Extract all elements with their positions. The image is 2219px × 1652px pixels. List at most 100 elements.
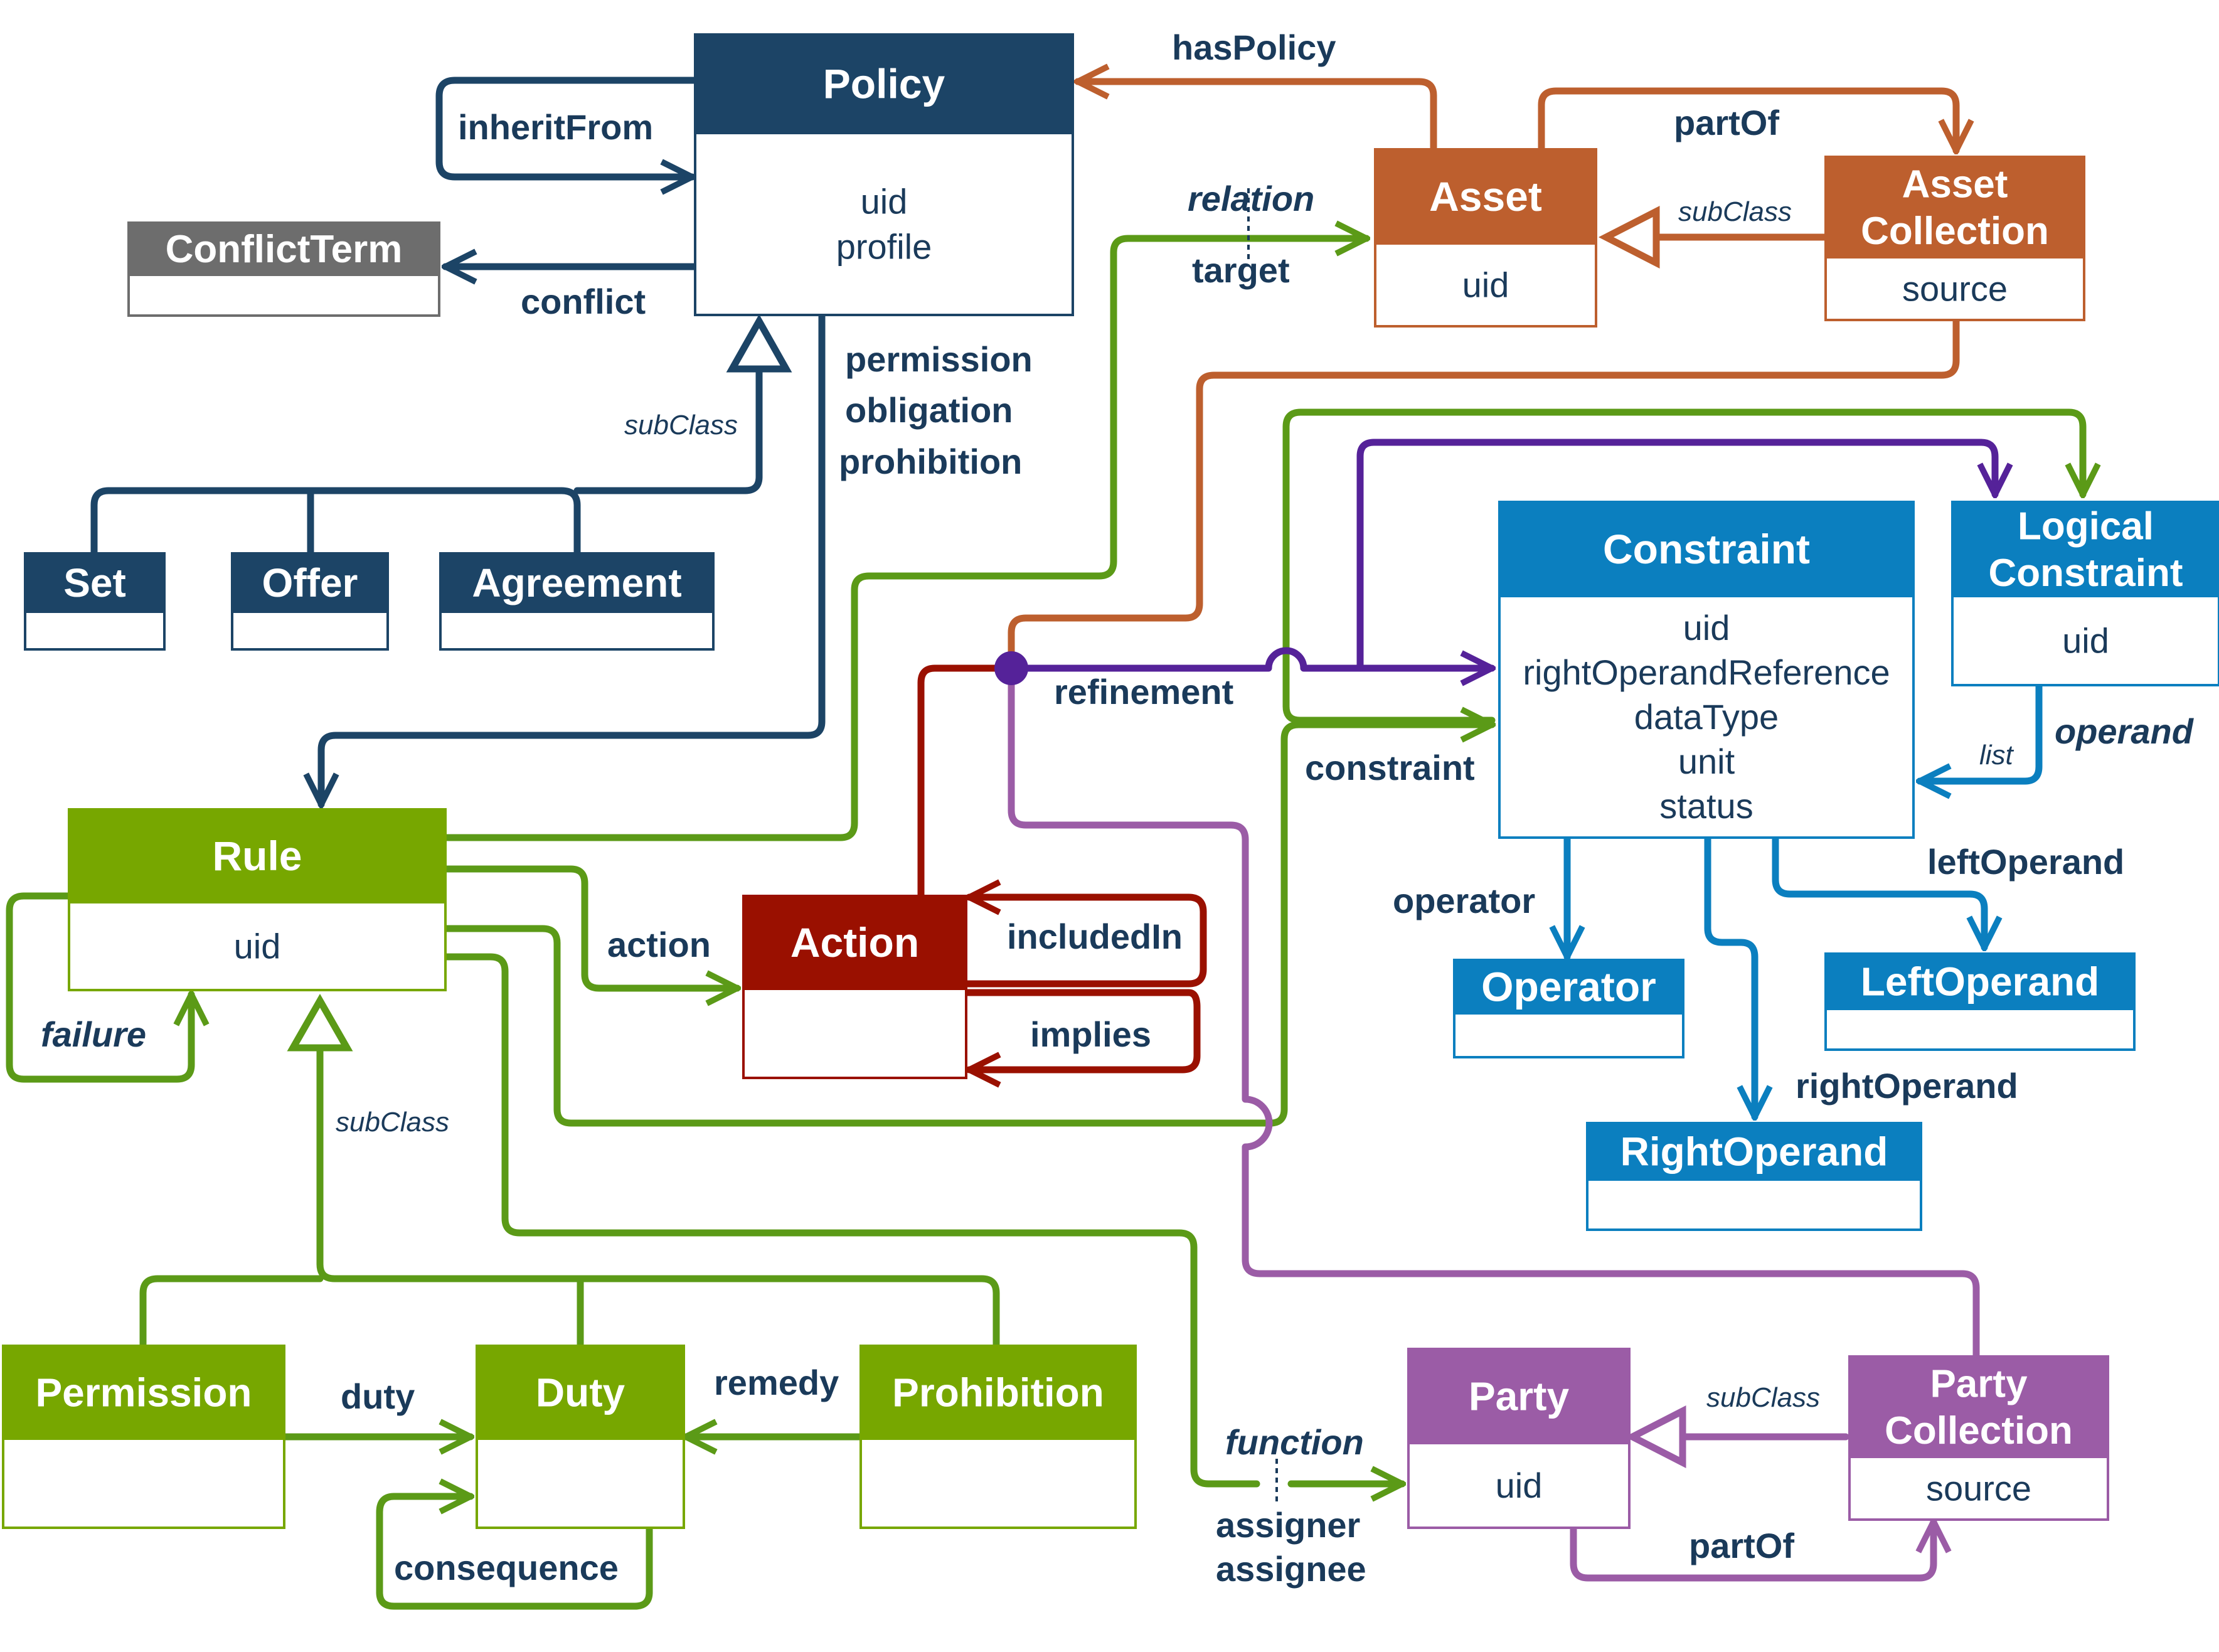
label-subclass-asset: subClass <box>1678 196 1792 227</box>
class-party-title: Party <box>1469 1373 1570 1419</box>
refinement-junction <box>994 651 1028 685</box>
class-set-title: Set <box>63 560 126 605</box>
class-partycollection-title: Collection <box>1885 1409 2073 1452</box>
edge-constraint-refinement <box>1282 408 2083 724</box>
class-constraint-attribute: rightOperandReference <box>1523 653 1890 692</box>
class-policy-attribute: profile <box>836 227 932 267</box>
subclass-triangle-party <box>1624 1405 1686 1468</box>
edge-haspolicy <box>1078 82 1437 151</box>
label-constraint: constraint <box>1305 748 1475 787</box>
class-rule-attribute: uid <box>234 927 281 966</box>
class-partycollection-body <box>1848 1456 2109 1521</box>
class-assetcollection-attribute: source <box>1902 269 2008 309</box>
class-offer-title: Offer <box>262 560 358 605</box>
class-policy-attribute: uid <box>861 182 908 221</box>
class-rule-title: Rule <box>212 833 302 879</box>
class-rightoperand-title: RightOperand <box>1620 1129 1888 1174</box>
class-rightoperand-header <box>1586 1122 1922 1181</box>
class-assetcollection-title: Collection <box>1861 210 2049 253</box>
class-operator-header <box>1453 959 1684 1015</box>
class-constraint-header <box>1498 501 1915 597</box>
label-consequence: consequence <box>394 1548 619 1587</box>
label-obligation: obligation <box>845 390 1013 430</box>
class-partycollection-title: Party <box>1930 1363 2028 1406</box>
class-party-body <box>1407 1442 1631 1529</box>
class-rightoperand-body <box>1586 1178 1922 1231</box>
class-offer: Offer <box>231 552 389 651</box>
class-asset-attribute: uid <box>1462 265 1509 305</box>
class-logicalconstraint-attribute: uid <box>2062 621 2109 661</box>
class-policy-body <box>694 132 1074 316</box>
class-assetcollection-header <box>1824 156 2085 258</box>
class-permission-header <box>2 1345 285 1440</box>
class-conflictterm: ConflictTerm <box>127 221 440 317</box>
class-constraint-attribute: uid <box>1683 608 1730 647</box>
edge-policy-rule <box>321 313 826 804</box>
class-prohibition-title: Prohibition <box>892 1370 1104 1415</box>
label-partof-asset: partOf <box>1674 103 1779 142</box>
edge-includedin <box>962 897 1207 988</box>
class-rightoperand: RightOperand <box>1586 1122 1922 1231</box>
edge-partof-party <box>1570 1521 1934 1582</box>
class-agreement-header <box>439 552 715 613</box>
class-agreement-body <box>439 610 715 651</box>
label-implies: implies <box>1030 1015 1151 1054</box>
label-failure: failure <box>41 1015 146 1054</box>
label-relation: relation <box>1188 179 1314 218</box>
edges <box>6 77 2083 1610</box>
label-action: action <box>607 925 711 964</box>
class-constraint-title: Constraint <box>1603 526 1810 572</box>
class-assetcollection-body <box>1824 256 2085 321</box>
edge-rule-constraint <box>442 725 1492 1127</box>
label-subclass-party: subClass <box>1706 1382 1820 1413</box>
label-assignee: assignee <box>1216 1549 1366 1589</box>
class-prohibition: Prohibition <box>859 1345 1137 1529</box>
edge-refinement-logical <box>1356 439 1995 672</box>
edge-assetcollection-refinement <box>1008 316 1960 670</box>
label-remedy: remedy <box>714 1363 839 1402</box>
label-assigner: assigner <box>1216 1505 1360 1545</box>
edge-labels: inheritFrom conflict hasPolicy partOf su… <box>41 28 2195 1589</box>
class-partycollection-header <box>1848 1355 2109 1458</box>
edge-rule-subclass <box>139 1036 1000 1348</box>
label-refinement: refinement <box>1054 672 1233 711</box>
label-subclass-rule: subClass <box>336 1107 449 1138</box>
class-prohibition-body <box>859 1437 1137 1529</box>
subclass-triangle-policy <box>726 314 792 373</box>
class-constraint: ConstraintuidrightOperandReferencedataTy… <box>1498 501 1915 839</box>
class-leftoperand: LeftOperand <box>1824 952 2136 1051</box>
edge-inheritfrom <box>435 77 699 177</box>
class-leftoperand-body <box>1824 1008 2136 1051</box>
class-duty: Duty <box>476 1345 685 1529</box>
label-duty: duty <box>341 1377 415 1416</box>
class-conflictterm-body <box>127 274 440 317</box>
edge-relation-target <box>442 238 1366 841</box>
edge-leftoperand <box>1772 834 1984 947</box>
class-logicalconstraint-header <box>1951 501 2219 597</box>
edge-operand <box>1920 681 2043 781</box>
class-duty-title: Duty <box>536 1370 625 1415</box>
class-action-title: Action <box>790 919 919 966</box>
label-operator: operator <box>1393 881 1535 920</box>
class-offer-header <box>231 552 389 613</box>
class-permission-title: Permission <box>35 1370 252 1415</box>
edge-action-refinement <box>917 664 1015 900</box>
label-partof-party: partOf <box>1689 1526 1794 1565</box>
class-partycollection-attribute: source <box>1926 1469 2031 1508</box>
class-permission-body <box>2 1437 285 1529</box>
class-conflictterm-title: ConflictTerm <box>166 228 403 271</box>
class-logicalconstraint-title: Logical <box>2018 505 2154 548</box>
edge-consequence <box>376 1496 653 1610</box>
class-permission: Permission <box>2 1345 285 1529</box>
class-party-header <box>1407 1348 1631 1444</box>
edge-action <box>442 865 737 988</box>
class-operator: Operator <box>1453 959 1684 1058</box>
class-conflictterm-header <box>127 221 440 276</box>
label-conflict: conflict <box>521 282 646 321</box>
